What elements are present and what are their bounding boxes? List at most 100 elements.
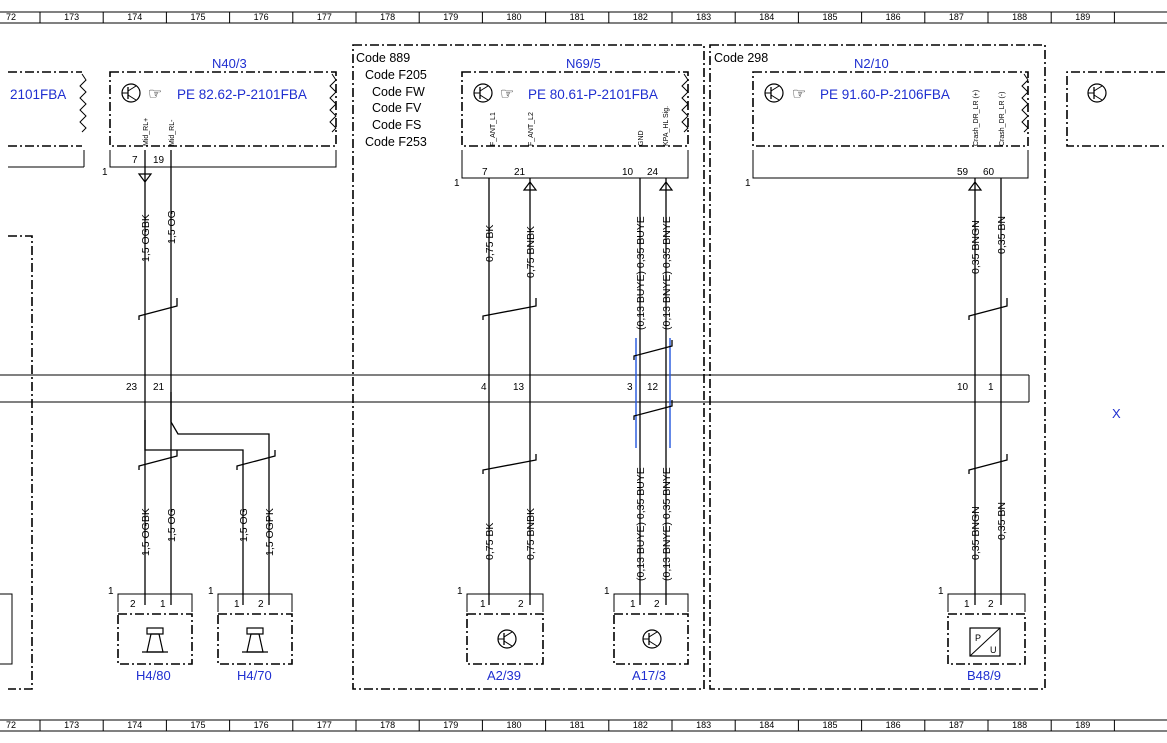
pin-number: 21 bbox=[153, 382, 165, 393]
pin-number: 1 bbox=[745, 178, 751, 189]
up-arrow-icon bbox=[658, 181, 674, 191]
module-n40-3: N40/3 ☞ PE 82.62-P-2101FBA Mid_RL+ Mid_R… bbox=[102, 56, 337, 178]
wire-label: 1,5 OG bbox=[166, 508, 178, 542]
signal-label: KPA_HL Sig. bbox=[663, 106, 670, 146]
ruler-label: 179 bbox=[443, 720, 458, 730]
pin-number: 1 bbox=[457, 586, 463, 597]
ruler-label: 187 bbox=[949, 12, 964, 22]
transistor-icon bbox=[764, 83, 784, 103]
ruler-label: 185 bbox=[822, 720, 837, 730]
module-prev-ref[interactable]: 2101FBA bbox=[10, 87, 66, 102]
pressure-sensor-icon: P U bbox=[969, 627, 1001, 657]
pin-number: 1 bbox=[108, 586, 114, 597]
left-frame bbox=[8, 235, 33, 690]
transistor-icon bbox=[473, 83, 493, 103]
ruler-label: 175 bbox=[190, 720, 205, 730]
signal-label: Crash_DR_LR (-) bbox=[999, 92, 1006, 146]
pin-number: 60 bbox=[983, 167, 995, 178]
transistor-icon bbox=[1087, 83, 1107, 103]
ruler-label: 176 bbox=[254, 720, 269, 730]
module-n69-5-ref[interactable]: PE 80.61-P-2101FBA bbox=[528, 87, 658, 102]
pin-number: 24 bbox=[647, 167, 659, 178]
module-n2-10-ref[interactable]: PE 91.60-P-2106FBA bbox=[820, 87, 950, 102]
module-n40-3-ref[interactable]: PE 82.62-P-2101FBA bbox=[177, 87, 307, 102]
ruler-label: 176 bbox=[254, 12, 269, 22]
pin-number: 7 bbox=[132, 155, 138, 166]
component-h4-70: 1 1 2 H4/70 bbox=[208, 586, 293, 683]
pin-number: 2 bbox=[258, 599, 264, 610]
pin-number: 1 bbox=[234, 599, 240, 610]
cross-reference-marker[interactable]: X bbox=[1112, 406, 1121, 421]
module-n2-10: N2/10 ☞ PE 91.60-P-2106FBA Crash_DR_LR (… bbox=[745, 56, 1029, 189]
speaker-icon bbox=[242, 627, 268, 653]
ruler-label: 188 bbox=[1012, 12, 1027, 22]
wire-label: 0,75 BK bbox=[484, 225, 496, 262]
ruler-label: 184 bbox=[759, 12, 774, 22]
module-right-partial bbox=[1087, 83, 1107, 103]
pin-number: 23 bbox=[126, 382, 138, 393]
code-frame-889 bbox=[352, 44, 705, 690]
code-frame-298 bbox=[709, 44, 1046, 690]
pin-number: 3 bbox=[627, 382, 633, 393]
module-n40-3-name: N40/3 bbox=[212, 56, 247, 71]
signal-label: GND bbox=[638, 130, 645, 146]
pin-number: 1 bbox=[964, 599, 970, 610]
transistor-icon bbox=[121, 83, 141, 103]
left-partial-component bbox=[0, 593, 13, 665]
wire-label: 0,75 BNBK bbox=[525, 508, 537, 560]
signal-label: Crash_DR_LR (+) bbox=[973, 90, 980, 146]
wire-labels: 1,5 OGBK 1,5 OG 0,75 BK 0,75 BNBK (0,13 … bbox=[140, 210, 1008, 581]
ruler-label: 177 bbox=[317, 12, 332, 22]
wire-label: 1,5 OGPK bbox=[264, 508, 276, 556]
component-a17-3: 1 1 2 A17/3 bbox=[604, 586, 689, 683]
pointing-hand-icon: ☞ bbox=[792, 86, 806, 103]
pin-number: 10 bbox=[622, 167, 634, 178]
pointing-hand-icon: ☞ bbox=[148, 86, 162, 103]
pin-number: 1 bbox=[160, 599, 166, 610]
code-label: Code FS bbox=[372, 118, 421, 132]
ruler-label: 180 bbox=[506, 12, 521, 22]
code-label: Code FV bbox=[372, 101, 422, 115]
wires bbox=[144, 150, 1002, 605]
pin-number: 19 bbox=[153, 155, 165, 166]
ruler-label: 189 bbox=[1075, 12, 1090, 22]
code-label: Code FW bbox=[372, 85, 425, 99]
wire-label: 0,35 BNGN bbox=[970, 220, 982, 274]
wire-label: (0,13 BNYE) 0,35 BNYE bbox=[661, 216, 673, 330]
ruler-label: 183 bbox=[696, 720, 711, 730]
ruler-label: 178 bbox=[380, 720, 395, 730]
component-h4-70-name: H4/70 bbox=[237, 668, 272, 683]
component-h4-80: 1 2 1 H4/80 bbox=[108, 586, 193, 683]
component-b48-9-name: B48/9 bbox=[967, 668, 1001, 683]
pin-number: 12 bbox=[647, 382, 659, 393]
transistor-icon bbox=[497, 629, 517, 649]
pin-symbols bbox=[137, 173, 983, 191]
pointing-hand-icon: ☞ bbox=[500, 86, 514, 103]
transistor-icon bbox=[642, 629, 662, 649]
pin-number: 1 bbox=[480, 599, 486, 610]
wire-label: (0,13 BUYE) 0,35 BUYE bbox=[635, 467, 647, 581]
component-h4-80-name: H4/80 bbox=[136, 668, 171, 683]
ruler-label: 173 bbox=[64, 12, 79, 22]
sensor-u-label: U bbox=[990, 645, 997, 655]
wire-label: 1,5 OG bbox=[166, 210, 178, 244]
connector-strip: 23 21 4 13 3 12 10 1 bbox=[0, 374, 1030, 403]
code-labels-889: Code 889 Code F205 Code FW Code FV Code … bbox=[356, 51, 427, 149]
wire-label: (0,13 BUYE) 0,35 BUYE bbox=[635, 216, 647, 330]
down-arrow-icon bbox=[137, 173, 153, 183]
shield-lines bbox=[635, 338, 671, 448]
ruler-label: 187 bbox=[949, 720, 964, 730]
pin-number: 1 bbox=[102, 167, 108, 178]
signal-label: F_ANT_L2 bbox=[528, 112, 535, 146]
ruler-label: 175 bbox=[190, 12, 205, 22]
ruler-label: 179 bbox=[443, 12, 458, 22]
pin-number: 59 bbox=[957, 167, 969, 178]
pin-number: 4 bbox=[481, 382, 487, 393]
up-arrow-icon bbox=[522, 181, 538, 191]
ruler-label: 186 bbox=[886, 12, 901, 22]
code-label: Code F253 bbox=[365, 135, 427, 149]
wire-label: 0,35 BN bbox=[996, 502, 1008, 540]
component-a2-39-name: A2/39 bbox=[487, 668, 521, 683]
